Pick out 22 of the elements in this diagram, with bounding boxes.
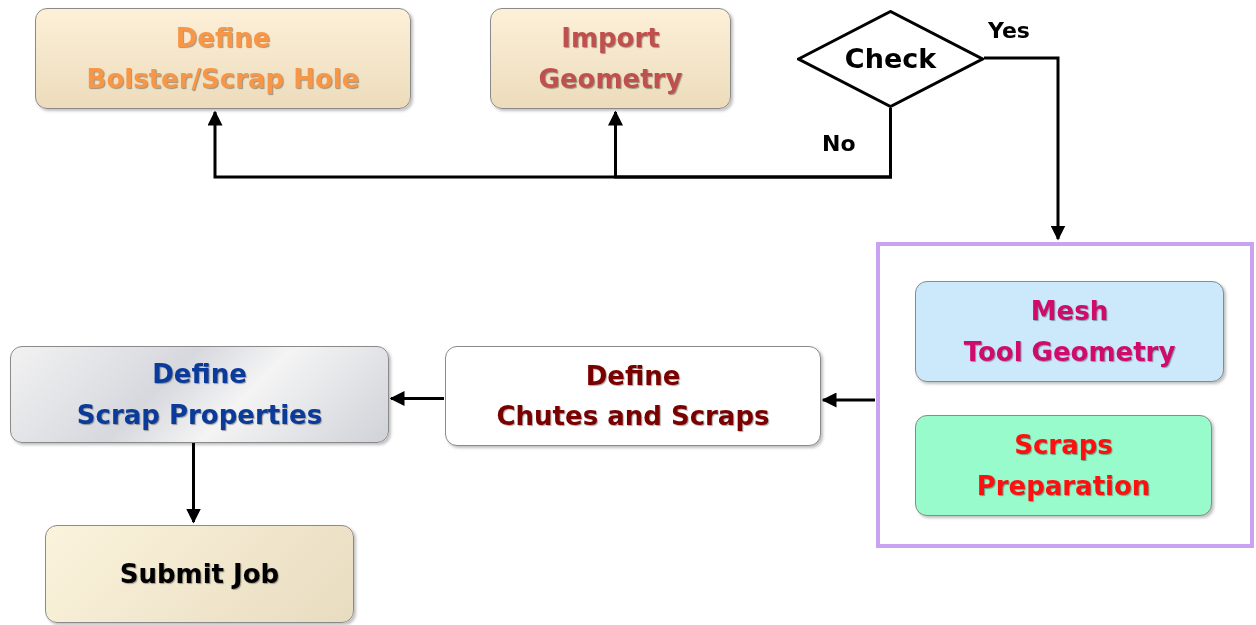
node-label: Check (844, 42, 937, 77)
process-box (445, 346, 821, 446)
arrow (821, 392, 875, 408)
node-label: Submit Job (119, 557, 280, 591)
decision-diamond (797, 10, 984, 108)
process-box (45, 525, 354, 623)
process-box (10, 346, 389, 443)
node-label: Define Bolster/Scrap Hole (86, 22, 360, 96)
process-box (35, 8, 411, 109)
arrow (608, 108, 892, 179)
process-box (915, 415, 1212, 516)
node-label: Import Geometry (538, 22, 683, 96)
arrow (984, 56, 1066, 241)
node-label: Define Scrap Properties (76, 358, 323, 432)
node-label: Define Chutes and Scraps (496, 359, 770, 433)
node-label: Scraps Preparation (976, 429, 1151, 503)
node-label: Mesh Tool Geometry (963, 295, 1176, 369)
process-box (915, 281, 1224, 382)
arrow (389, 391, 444, 406)
process-box (490, 8, 731, 109)
group-frame (876, 242, 1254, 548)
arrow (186, 443, 201, 524)
